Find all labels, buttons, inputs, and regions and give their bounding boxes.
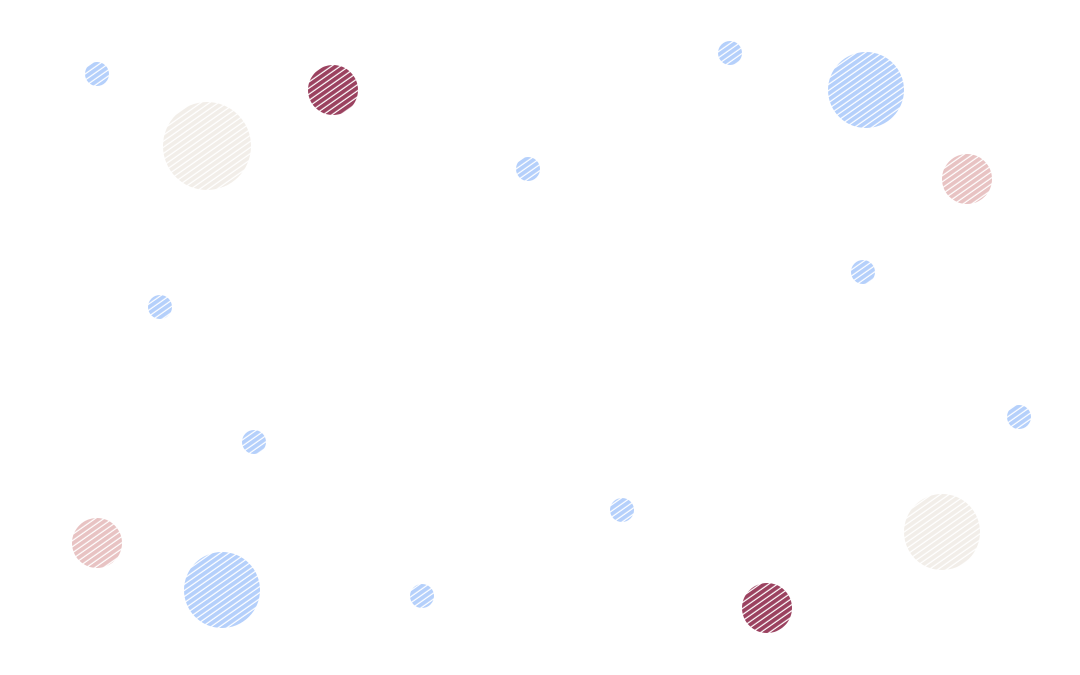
- decorative-beige-circle: [904, 494, 980, 570]
- decorative-blue-circle: [610, 498, 634, 522]
- decorative-blue-circle: [184, 552, 260, 628]
- decorative-blue-circle: [1007, 405, 1031, 429]
- decorative-maroon-circle: [742, 583, 792, 633]
- decorative-blue-circle: [85, 62, 109, 86]
- decorative-maroon-circle: [308, 65, 358, 115]
- decorative-blue-circle: [516, 157, 540, 181]
- decorative-beige-circle: [163, 102, 251, 190]
- decorative-blue-circle: [851, 260, 875, 284]
- decorative-pink-circle: [942, 154, 992, 204]
- decorative-pink-circle: [72, 518, 122, 568]
- decorative-blue-circle: [148, 295, 172, 319]
- decorative-blue-circle: [828, 52, 904, 128]
- decorative-blue-circle: [410, 584, 434, 608]
- decorative-blue-circle: [242, 430, 266, 454]
- decorative-blue-circle: [718, 41, 742, 65]
